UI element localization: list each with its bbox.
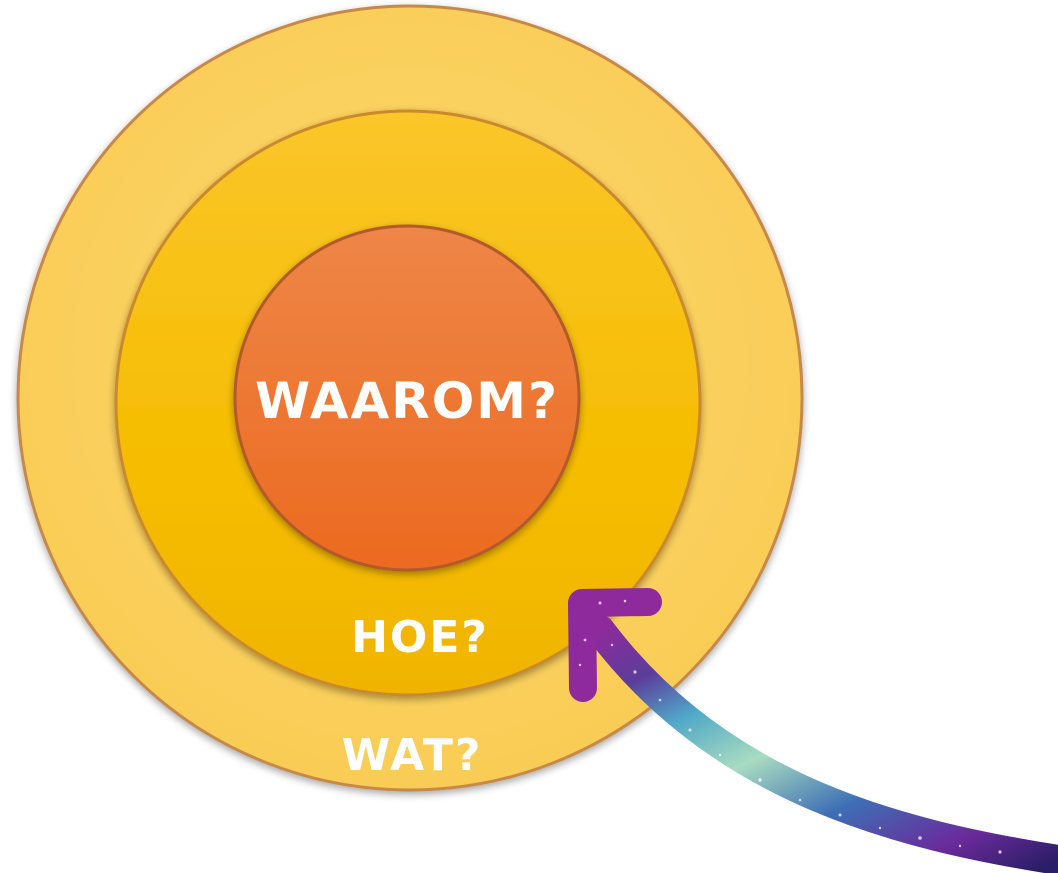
inner-circle	[233, 224, 581, 572]
glitter-arrow-icon	[568, 588, 1058, 873]
waarom-label: WAAROM?	[255, 372, 559, 430]
wat-label: WAT?	[342, 730, 483, 781]
hoe-label: HOE?	[351, 612, 489, 663]
